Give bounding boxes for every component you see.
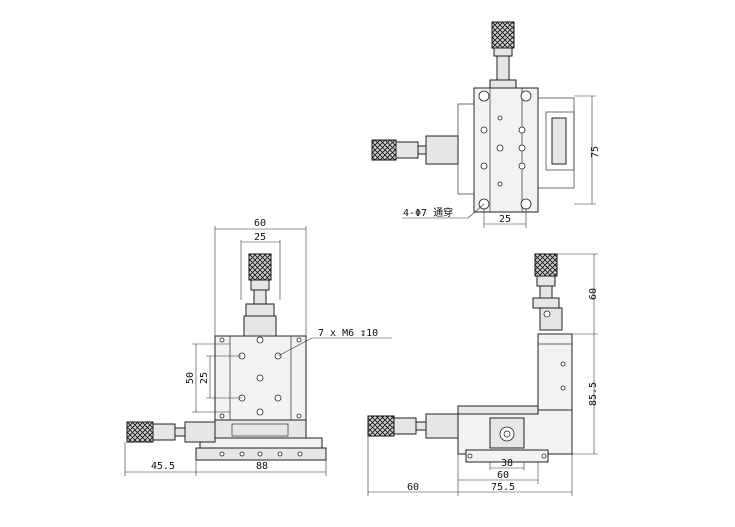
front-view-dim-25-vertical: 25 xyxy=(199,355,242,399)
side-view-dim-38-label: 38 xyxy=(501,458,513,469)
top-view-dim-25: 25 xyxy=(483,208,527,228)
front-view-base-holes xyxy=(219,451,303,457)
front-view-thread-note: 7 x M6 ↧10 xyxy=(277,328,392,357)
front-view-dim-60: 60 xyxy=(214,218,307,338)
top-view-micrometer-x xyxy=(371,135,459,165)
side-view-dim-60-label: 60 xyxy=(588,288,599,300)
top-view: 75 25 4-Φ7 通穿 xyxy=(371,21,601,228)
side-view-dim-85-5: 85.5 xyxy=(572,334,599,455)
front-view-carriage xyxy=(214,419,307,439)
front-view-dim-60-label: 60 xyxy=(254,218,266,229)
front-view-dim-45-5: 45.5 xyxy=(124,442,197,476)
front-view-dim-88: 88 xyxy=(196,460,327,476)
top-view-micrometer-y xyxy=(489,21,517,89)
front-view-thread-note-label: 7 x M6 ↧10 xyxy=(318,328,378,339)
side-view-dim-38: 38 xyxy=(489,458,525,470)
top-view-hole-note: 4-Φ7 通穿 xyxy=(402,203,485,219)
side-view-dim-60-bottom: 60 xyxy=(457,454,539,496)
front-view-dim-88-label: 88 xyxy=(256,461,268,472)
front-view: 60 25 xyxy=(124,218,392,476)
top-view-holes xyxy=(478,90,532,210)
front-view-dim-25-vertical-label: 25 xyxy=(199,372,210,384)
side-view-dim-60-left: 60 xyxy=(367,436,458,496)
front-view-micrometer-y xyxy=(243,253,277,337)
top-view-dim-75: 75 xyxy=(574,95,601,205)
front-view-dim-25: 25 xyxy=(240,232,281,300)
side-view-dim-60-left-label: 60 xyxy=(407,482,419,493)
front-view-dim-50-label: 50 xyxy=(185,372,196,384)
side-view-dim-60-bottom-label: 60 xyxy=(497,470,509,481)
front-view-dim-25-label: 25 xyxy=(254,232,266,243)
side-view-base-holes xyxy=(467,453,547,459)
top-view-dim-75-label: 75 xyxy=(590,146,601,158)
front-view-dim-50: 50 xyxy=(185,343,230,413)
side-view-micrometer-y xyxy=(532,253,563,331)
top-view-stage xyxy=(473,87,539,213)
side-view: 60 85.5 38 60 75.5 60 xyxy=(367,253,599,496)
front-view-micrometer-x xyxy=(126,421,216,443)
side-view-dim-60: 60 xyxy=(557,253,599,335)
side-view-dim-75-5: 75.5 xyxy=(458,454,573,496)
top-view-dim-25-label: 25 xyxy=(499,214,511,225)
front-view-holes xyxy=(219,336,302,419)
side-view-micrometer-x xyxy=(367,413,459,439)
top-view-hole-note-label: 4-Φ7 通穿 xyxy=(403,206,453,219)
front-view-dim-45-5-label: 45.5 xyxy=(151,461,175,472)
side-view-dim-75-5-label: 75.5 xyxy=(491,482,515,493)
side-view-dim-85-5-label: 85.5 xyxy=(588,382,599,406)
